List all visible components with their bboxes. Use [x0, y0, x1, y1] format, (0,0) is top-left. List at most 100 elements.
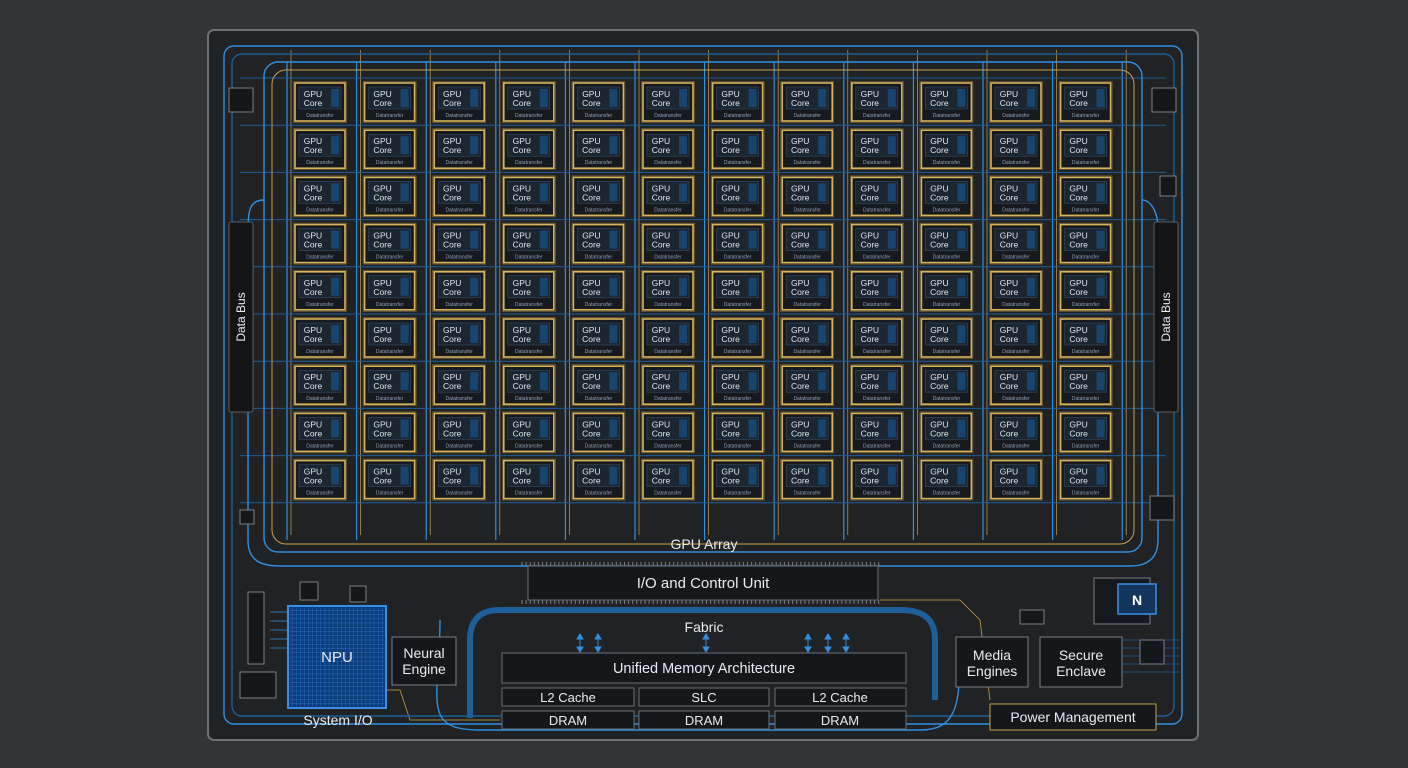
- gpu-core-label-line2: Core: [582, 476, 601, 486]
- gpu-core-cache: [400, 466, 409, 485]
- gpu-core-die: [1064, 464, 1107, 487]
- gpu-core-halo: [571, 175, 626, 218]
- gpu-core-halo: [710, 222, 765, 265]
- secure-enclave-box: [1039, 636, 1123, 688]
- corner-chip-die: [1117, 583, 1157, 615]
- gpu-core-label-line2: Core: [304, 287, 323, 297]
- gpu-core-die: [646, 228, 690, 251]
- data-bus-right: Data Bus: [1153, 221, 1179, 413]
- gpu-core-halo: [919, 81, 974, 123]
- gpu-core-cache: [331, 183, 339, 202]
- gpu-core-sublabel: Datatransfer: [376, 113, 404, 119]
- gpu-core-sublabel: Datatransfer: [654, 113, 682, 119]
- gpu-core-sublabel: Datatransfer: [376, 160, 404, 166]
- gpu-core-sublabel: Datatransfer: [1002, 113, 1030, 119]
- gpu-core-cache: [539, 230, 548, 249]
- gpu-core-die: [577, 369, 620, 393]
- gpu-core-label-line1: GPU: [582, 467, 600, 477]
- gpu-core-label-line1: GPU: [513, 278, 531, 288]
- gpu-core-halo: [919, 411, 974, 454]
- gpu-core-label-line2: Core: [652, 98, 671, 108]
- gpu-core-die: [1064, 369, 1107, 393]
- gpu-core-sublabel: Datatransfer: [793, 255, 821, 261]
- gpu-core-die: [994, 275, 1038, 299]
- gpu-core-die: [994, 369, 1038, 393]
- gpu-core-sublabel: Datatransfer: [863, 113, 891, 119]
- gpu-core-halo: [432, 411, 487, 454]
- gpu-core-sublabel: Datatransfer: [1002, 160, 1030, 166]
- gpu-core-sublabel: Datatransfer: [863, 349, 891, 355]
- gpu-core-cache: [748, 136, 757, 155]
- gpu-core-cache: [818, 372, 827, 391]
- gpu-core-sublabel: Datatransfer: [515, 302, 543, 308]
- dram-right-label: DRAM: [821, 713, 859, 728]
- power-management-box: [989, 703, 1157, 731]
- gpu-core-label-line1: GPU: [930, 89, 948, 99]
- gpu-core-cache: [957, 466, 966, 485]
- gpu-core-die: [855, 322, 899, 346]
- chip-top-right: [1151, 87, 1177, 113]
- gpu-core-label-line1: GPU: [721, 231, 739, 241]
- gpu-core-die: [437, 322, 481, 346]
- gpu-core-label-line2: Core: [513, 428, 532, 438]
- gpu-core-die: [368, 181, 411, 204]
- gpu-core-sublabel: Datatransfer: [1002, 349, 1030, 355]
- gpu-core-label-line2: Core: [652, 428, 671, 438]
- gpu-core-label-line2: Core: [861, 192, 880, 202]
- gpu-core-halo: [501, 175, 556, 218]
- gpu-core-label-line1: GPU: [930, 419, 948, 429]
- gpu-core-cache: [818, 466, 827, 485]
- gpu-core-cache: [1096, 325, 1105, 343]
- gpu-core-halo: [849, 269, 904, 312]
- gpu-core-halo: [989, 222, 1043, 265]
- gpu-core-die: [785, 228, 829, 251]
- gpu-core-label-line2: Core: [721, 381, 740, 391]
- gpu-core-cache: [331, 89, 339, 107]
- gpu-core-label-line1: GPU: [791, 419, 809, 429]
- gpu-core-cache: [957, 277, 966, 296]
- gpu-core-label-line1: GPU: [861, 372, 879, 382]
- gpu-core-halo: [293, 128, 347, 170]
- chip-lower-right: [1139, 639, 1165, 665]
- dram-center-box: [638, 710, 770, 730]
- secure-enclave-label-line1: Secure: [1059, 647, 1104, 663]
- gpu-core-label-line2: Core: [443, 240, 462, 250]
- chip-right-small-2: [1159, 175, 1177, 197]
- gpu-core-die: [785, 133, 829, 157]
- gpu-core-halo: [780, 222, 835, 265]
- gpu-core-sublabel: Datatransfer: [515, 160, 543, 166]
- gpu-core-cache: [957, 136, 966, 155]
- gpu-core-label-line2: Core: [721, 428, 740, 438]
- gpu-core-label-line1: GPU: [652, 278, 670, 288]
- gpu-core-sublabel: Datatransfer: [793, 396, 821, 402]
- gpu-core-sublabel: Datatransfer: [306, 207, 334, 213]
- gpu-core-label-line2: Core: [1069, 192, 1088, 202]
- gpu-core-label-line2: Core: [443, 428, 462, 438]
- gpu-core-label-line2: Core: [791, 287, 810, 297]
- gpu-core-label-line1: GPU: [930, 372, 948, 382]
- gpu-core-sublabel: Datatransfer: [376, 255, 404, 261]
- gpu-core-cache: [818, 136, 827, 155]
- gpu-core-die: [646, 86, 690, 110]
- gpu-core-sublabel: Datatransfer: [933, 207, 961, 213]
- gpu-core-label-line2: Core: [861, 145, 880, 155]
- gpu-core-halo: [501, 222, 556, 265]
- gpu-core-label-line1: GPU: [373, 325, 391, 335]
- gpu-core-cache: [887, 89, 896, 107]
- gpu-core-label-line1: GPU: [861, 183, 879, 193]
- gpu-core-halo: [1058, 269, 1113, 312]
- gpu-core-sublabel: Datatransfer: [793, 349, 821, 355]
- gpu-core-label-line2: Core: [791, 381, 810, 391]
